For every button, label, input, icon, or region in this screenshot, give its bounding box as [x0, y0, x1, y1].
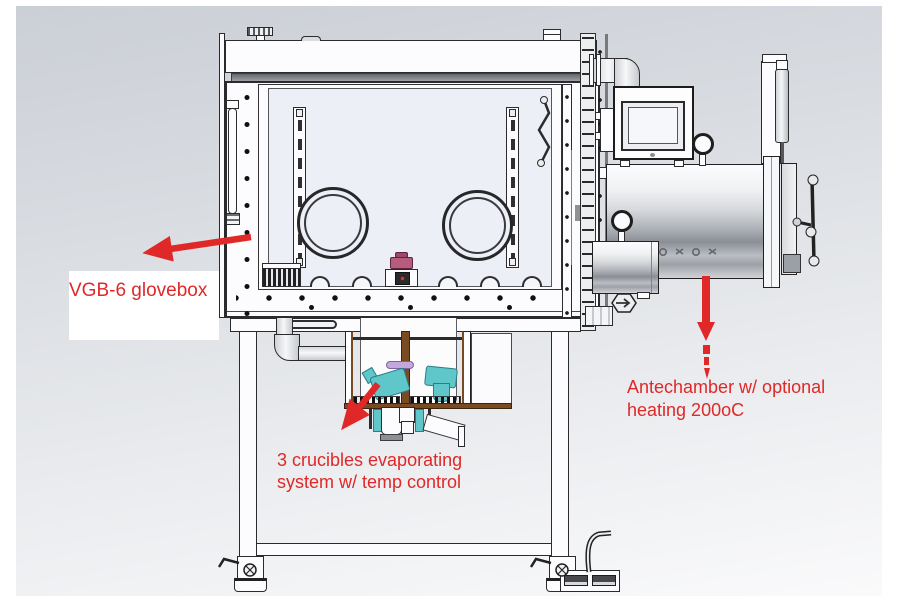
feedthrough-base [380, 434, 403, 441]
top-valve-stem [256, 35, 265, 41]
enclosure-top-rail [410, 337, 462, 340]
feedthrough-port [522, 276, 542, 287]
pipe-elbow [274, 334, 300, 361]
pressure-gauge-side [611, 210, 633, 232]
left-column-bolts [242, 84, 252, 316]
glovebox-arrow [142, 233, 252, 262]
door-latch-block [783, 254, 801, 273]
pressure-gauge-top [692, 133, 714, 155]
brake-lever-right [529, 557, 552, 568]
pipe-flange [596, 54, 601, 86]
cylinder-fitting-marks [658, 248, 717, 257]
glovebox-top-panel [225, 40, 597, 73]
connector-sub-block [401, 421, 414, 434]
panel-button[interactable] [650, 153, 655, 157]
glovebox-left-edge-plate [219, 33, 225, 318]
caster-details [217, 557, 569, 577]
hanger-rod [369, 409, 372, 429]
rail-slots [511, 120, 515, 258]
cart-tray [560, 570, 620, 592]
feedthrough-port [438, 276, 458, 287]
filter-end-seam [651, 242, 652, 293]
antechamber-arrow [697, 276, 715, 379]
sight-tube-top-fitting [226, 100, 239, 109]
valve-device-window [395, 272, 410, 285]
cart-slot [592, 575, 616, 586]
rail-joint [296, 109, 303, 117]
door-handwheel [792, 174, 820, 267]
valve-device-body [385, 269, 418, 287]
cart-handle [585, 530, 612, 573]
door-bracket-cap [762, 54, 787, 63]
bracket-tab [595, 132, 601, 140]
hex-fitting [611, 293, 637, 313]
flange-seam [771, 157, 772, 287]
antechamber-label-line2: heating 200oC [627, 400, 745, 420]
control-panel [613, 86, 694, 160]
door-flange-ring [763, 156, 780, 288]
bracket-tab [595, 112, 601, 120]
feedthrough-port [480, 276, 500, 287]
antechamber-label-line1: Antechamber w/ optional [627, 377, 826, 397]
window-glass [268, 88, 552, 287]
left-caster-pad [234, 578, 267, 592]
feedthrough-port [352, 276, 372, 287]
antechamber-label: Antechamber w/ optional heating 200oC [627, 376, 825, 422]
pipe-flange [589, 54, 594, 86]
gas-spring-mount [776, 60, 788, 70]
teal-hanger [415, 409, 424, 432]
glovebox-label: VGB-6 glovebox [69, 280, 208, 301]
glove-port-right [442, 190, 513, 261]
sight-tube-bottom-fitting [226, 213, 240, 225]
crucibles-label-line1: 3 crucibles evaporating [277, 450, 463, 470]
front-face-bottom-line [227, 311, 598, 312]
rail-slots [298, 120, 302, 258]
bottom-bolt-row [236, 292, 566, 304]
top-port-line [544, 34, 560, 35]
top-port-small [301, 36, 321, 41]
crucibles-arrow [341, 381, 381, 431]
cart-slot [564, 575, 588, 586]
panel-screen[interactable] [628, 107, 678, 144]
bolt [507, 305, 512, 310]
feedthrough-port [310, 276, 330, 287]
label-backdrop [69, 271, 219, 340]
duct-flange [458, 426, 465, 447]
panel-leg [674, 160, 684, 167]
rail-joint [509, 109, 516, 117]
flange-bolts [596, 40, 604, 325]
annotation-arrows [142, 233, 715, 431]
filter-tab [637, 292, 650, 299]
filter-cylinder [592, 241, 659, 294]
flange-foot-bracket [585, 306, 613, 326]
bolt [408, 305, 413, 310]
glove-port-right-inner [449, 197, 506, 254]
panel-leg [620, 160, 630, 167]
bolt [309, 305, 314, 310]
dim-label-mark [575, 205, 580, 221]
dim-line [571, 150, 572, 265]
crucibles-label-line2: system w/ temp control [277, 472, 462, 492]
bolted-flange-column [580, 33, 596, 331]
valve-pink-knob [395, 252, 408, 258]
louver-cap [262, 263, 301, 269]
window-clamp-lever [537, 96, 551, 167]
glove-port-left-inner [304, 194, 362, 252]
rail-joint [509, 258, 516, 266]
top-port-right [543, 29, 561, 41]
glove-port-left [297, 187, 369, 259]
brake-lever-left [217, 557, 240, 568]
flange-ticks [582, 37, 594, 327]
crucibles-label: 3 crucibles evaporating system w/ temp c… [277, 449, 462, 493]
gas-spring-rod [781, 142, 784, 175]
enclosure-top-rail [353, 337, 401, 340]
